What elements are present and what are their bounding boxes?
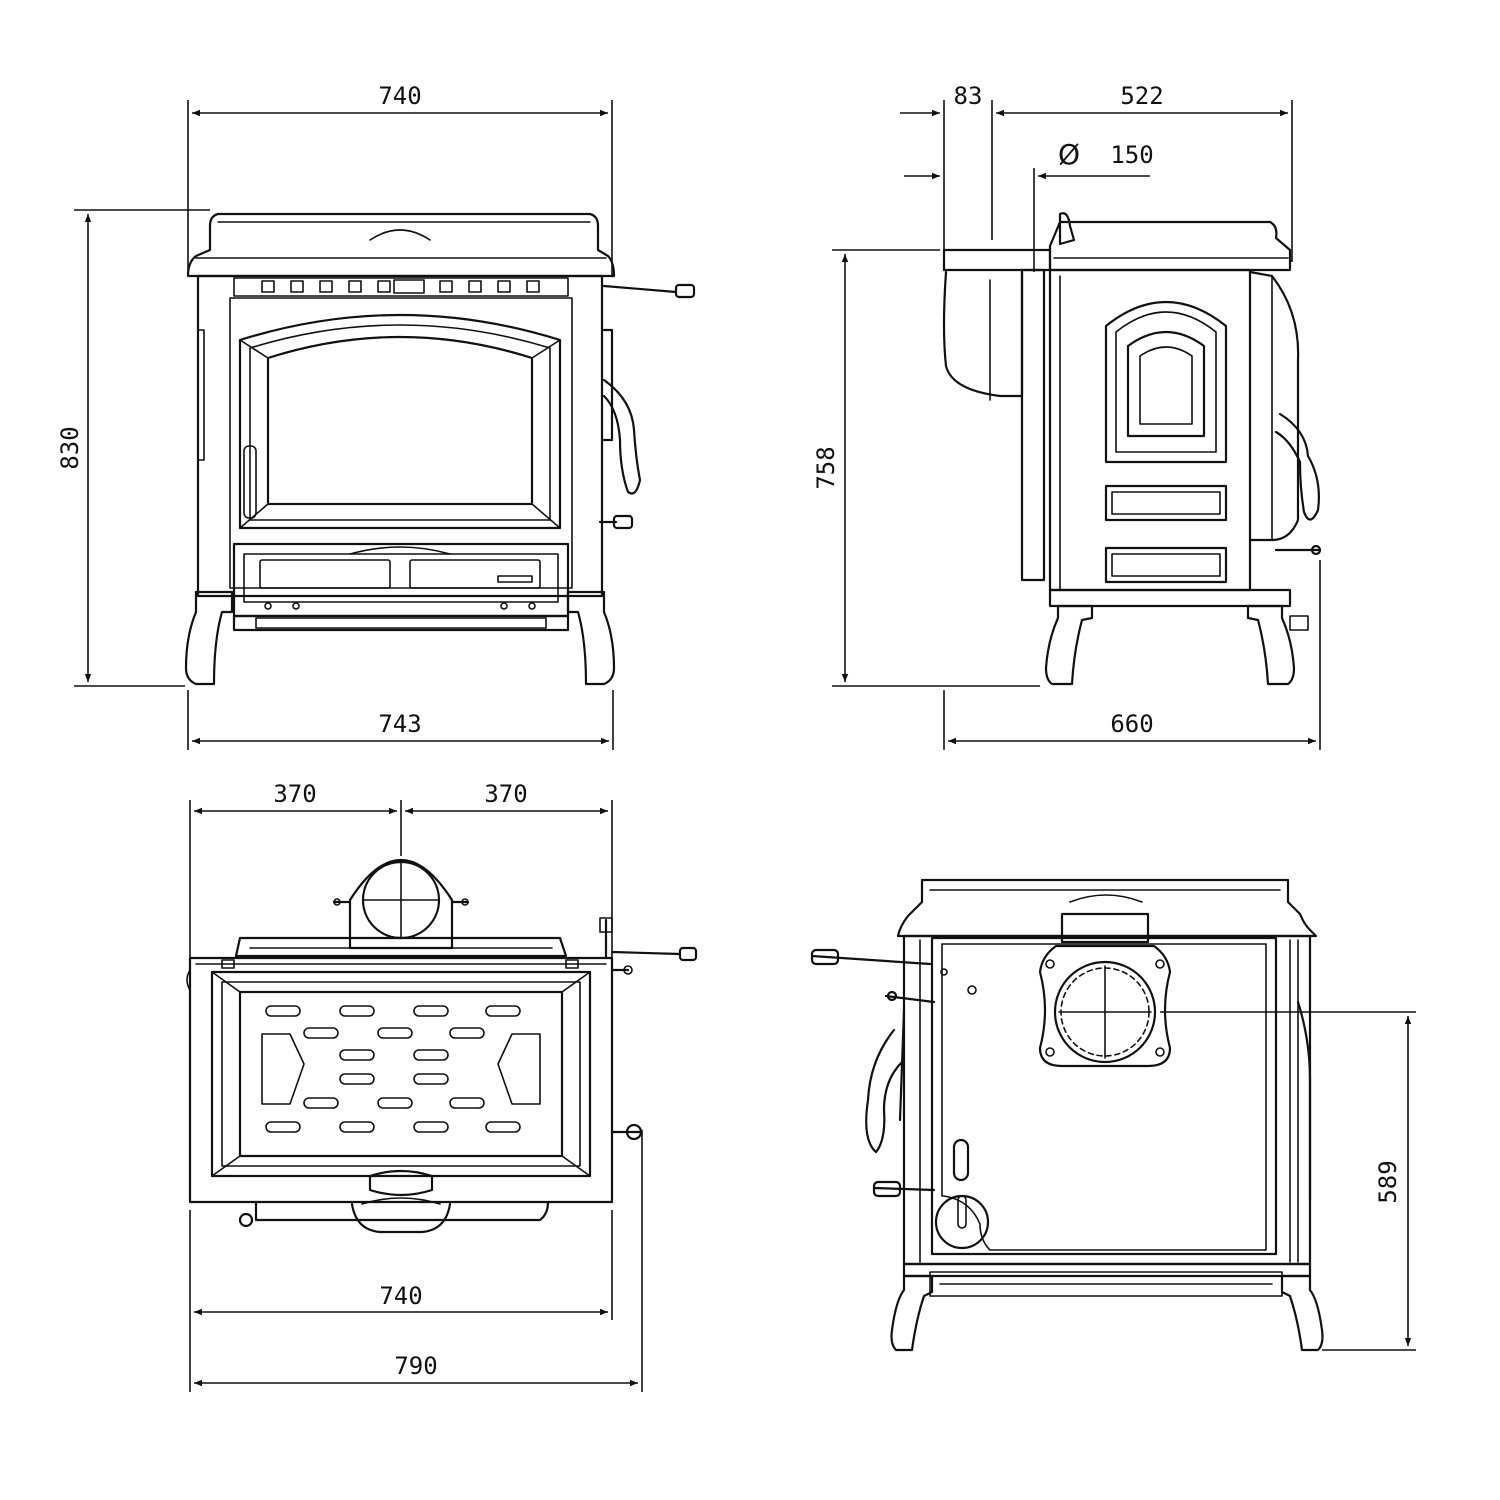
side-depth-top-label: 522 <box>1120 82 1163 110</box>
front-height-label: 830 <box>56 426 84 469</box>
rear-stove-body <box>810 878 1324 1352</box>
front-top-width-label: 740 <box>378 82 421 110</box>
dim-front-height: 830 <box>56 209 210 687</box>
top-half-left-label: 370 <box>273 780 316 808</box>
side-stove-body <box>942 212 1322 686</box>
dim-front-top-width: 740 <box>187 82 613 275</box>
dim-side-depth-bottom: 660 <box>943 560 1321 750</box>
dim-side-flue-diameter: Ø 150 <box>904 138 1154 272</box>
side-height-label: 758 <box>812 446 840 489</box>
front-view: 740 830 743 <box>56 82 696 750</box>
front-stove-body <box>184 212 696 686</box>
top-half-right-label: 370 <box>484 780 527 808</box>
grate-slots <box>261 1005 541 1133</box>
side-depth-bottom-label: 660 <box>1110 710 1153 738</box>
dim-top-halves: 370 370 <box>189 780 613 960</box>
top-width-inner-label: 740 <box>379 1282 422 1310</box>
side-view: 83 522 Ø 150 758 660 <box>812 82 1322 750</box>
rear-flue-height-label: 589 <box>1374 1160 1402 1203</box>
air-vents <box>261 279 540 294</box>
side-flue-diameter-label: 150 <box>1110 141 1153 169</box>
side-offset-label: 83 <box>954 82 983 110</box>
dim-front-bottom-width: 743 <box>187 690 614 750</box>
diameter-symbol: Ø <box>1058 138 1080 171</box>
top-view: 370 370 740 790 <box>186 780 698 1392</box>
dim-side-offset: 83 522 <box>900 82 1293 262</box>
dim-side-height: 758 <box>812 249 1040 687</box>
dim-top-widths: 740 790 <box>189 1130 643 1392</box>
rear-view: 589 <box>810 878 1416 1352</box>
top-width-outer-label: 790 <box>394 1352 437 1380</box>
dim-rear-flue-height: 589 <box>1160 1011 1416 1351</box>
top-stove-body <box>186 859 698 1234</box>
front-bottom-width-label: 743 <box>378 710 421 738</box>
